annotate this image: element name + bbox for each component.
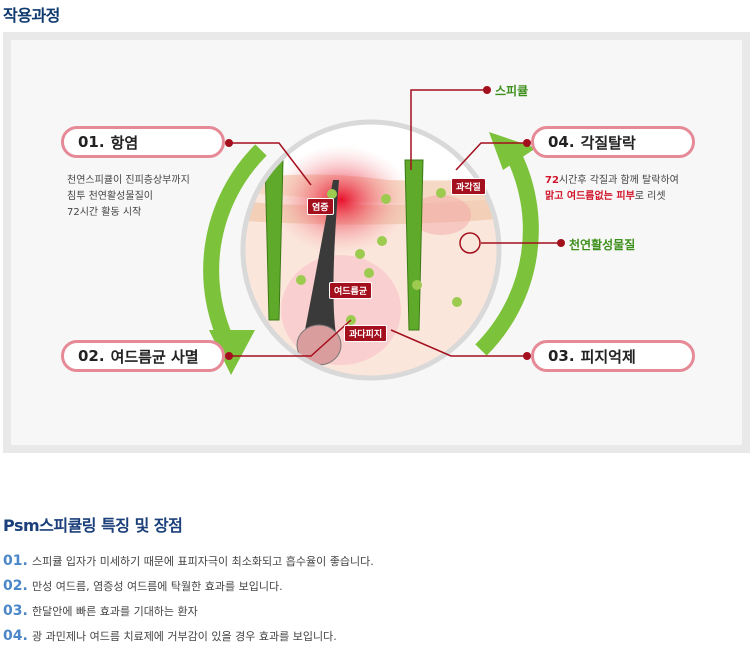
callout-active-ingredient: 천연활성물질 [569, 238, 636, 252]
step-01-pill: 01. 항염 [61, 126, 225, 158]
callout-line-03 [390, 329, 527, 357]
step-04-label: 각질탈락 [580, 133, 636, 152]
desc-right-rest2: 로 리셋 [634, 191, 666, 202]
step-04-description: 72시간후 각질과 함께 탈락하여 맑고 여드름없는 피부로 리셋 [545, 173, 679, 205]
callout-spicule: 스피큘 [495, 84, 529, 98]
step-01-label: 항염 [110, 133, 139, 152]
step-01-description: 천연스피큘이 진피층상부까지 침투 천연활성물질이 72시간 활동 시작 [67, 173, 190, 221]
desc-left-line1: 천연스피큘이 진피층상부까지 [67, 175, 190, 186]
feature-text: 스피큘 입자가 미세하기 때문에 표피자극이 최소화되고 흡수율이 좋습니다. [32, 555, 374, 568]
feature-num: 02. [3, 578, 28, 594]
step-04-num: 04. [548, 133, 575, 151]
feature-item: 04. 광 과민제나 여드름 치료제에 거부감이 있을 경우 효과를 보입니다. [3, 628, 337, 644]
feature-text: 광 과민제나 여드름 치료제에 거부감이 있을 경우 효과를 보입니다. [32, 630, 337, 643]
feature-num: 03. [3, 603, 28, 619]
step-04-pill: 04. 각질탈락 [531, 126, 695, 158]
tag-keratin: 과각질 [451, 178, 486, 195]
step-03-num: 03. [548, 347, 575, 365]
desc-right-red2: 맑고 여드름없는 피부 [545, 191, 635, 202]
tag-inflammation: 염증 [307, 198, 334, 215]
tag-acne-bacteria: 여드름균 [329, 282, 373, 299]
callout-line-02 [229, 319, 352, 357]
diagram-panel: 01. 항염 02. 여드름균 사멸 03. 피지억제 04. 각질탈락 천연스… [11, 40, 742, 445]
section-title: 작용과정 [3, 6, 60, 25]
feature-item: 01. 스피큘 입자가 미세하기 때문에 표피자극이 최소화되고 흡수율이 좋습… [3, 553, 374, 569]
cycle-arrow-right-head [489, 132, 536, 170]
feature-item: 03. 한달안에 빠른 효과를 기대하는 환자 [3, 603, 198, 619]
feature-item: 02. 만성 여드름, 염증성 여드름에 탁월한 효과를 보입니다. [3, 578, 283, 594]
desc-left-line2: 침투 천연활성물질이 [67, 191, 153, 202]
feature-text: 한달안에 빠른 효과를 기대하는 환자 [32, 605, 198, 618]
cycle-arrow-left [203, 144, 267, 354]
callout-line-01 [229, 142, 312, 186]
callout-line-spicule [410, 89, 487, 170]
features-title: Psm스피큘링 특징 및 장점 [3, 516, 183, 535]
feature-text: 만성 여드름, 염증성 여드름에 탁월한 효과를 보입니다. [32, 580, 283, 593]
desc-left-line3: 72시간 활동 시작 [67, 207, 142, 218]
skin-illustration [203, 86, 565, 381]
tag-sebum: 과다피지 [344, 325, 388, 342]
cycle-arrow-right [475, 146, 539, 356]
desc-right-rest1: 시간후 각질과 함께 탈락하여 [558, 175, 679, 186]
step-01-num: 01. [78, 133, 105, 151]
process-diagram: 01. 항염 02. 여드름균 사멸 03. 피지억제 04. 각질탈락 천연스… [3, 32, 750, 453]
step-03-label: 피지억제 [580, 347, 636, 366]
feature-num: 01. [3, 553, 28, 569]
step-03-pill: 03. 피지억제 [531, 340, 695, 372]
feature-num: 04. [3, 628, 28, 644]
step-02-num: 02. [78, 347, 105, 365]
step-02-pill: 02. 여드름균 사멸 [61, 340, 225, 372]
step-02-label: 여드름균 사멸 [110, 347, 199, 366]
desc-right-red1: 72 [545, 175, 559, 186]
callout-line-04 [455, 142, 527, 171]
cycle-arrow-left-head [209, 330, 255, 375]
